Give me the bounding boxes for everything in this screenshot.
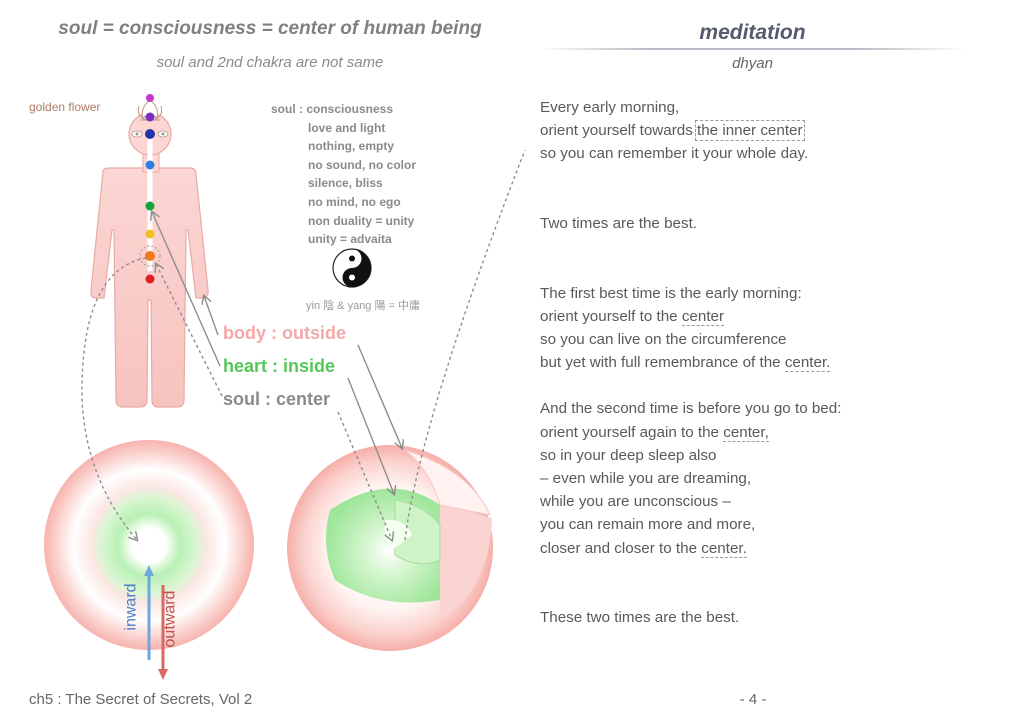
text-line: closer and closer to the center. [540,537,960,560]
soul-list-item: unity = advaita [308,232,392,247]
soul-list-item: no sound, no color [308,157,416,172]
text-line-content: Two times are the best. [540,214,698,232]
text-line: – even while you are dreaming, [540,467,960,490]
paragraph-gap [540,235,960,258]
text-line-content: so you can remember it your whole day. [540,145,809,163]
inward-outward-arrows [144,565,168,680]
golden-flower-label: golden flower [29,100,101,114]
text-line: These two times are the best. [540,606,960,629]
soul-list-item: non duality = unity [308,213,415,228]
underlined-word: center. [701,539,747,558]
underlined-word: center. [784,354,831,373]
left-page-subtitle: soul and 2nd chakra are not same [156,54,384,71]
text-line-content: so you can live on the circumference [540,330,787,348]
soul-center-label: soul : center [223,389,331,409]
yin-yang-icon [332,248,372,288]
chakra-points [139,94,161,284]
text-line-content: Every early morning, [540,99,680,116]
soul-list-item: silence, bliss [308,176,383,191]
text-line: you can remain more and more, [540,513,960,536]
text-line: orient yourself towards the inner center [540,119,960,142]
right-page-title: meditation [699,21,806,44]
text-line-content: orient yourself again to the [540,423,724,441]
footer-chapter: ch5 : The Secret of Secrets, Vol 2 [29,691,253,708]
text-line-content: but yet with full remembrance of the [540,354,785,372]
soul-list-item: no mind, no ego [308,194,401,209]
yin-yang-caption: yin 陰 & yang 陽 = 中庸 [306,300,421,312]
paragraph-gap [540,374,960,397]
sphere-cutaway-diagram [287,445,493,651]
connector-arrows [81,149,526,540]
paragraph-gap [540,258,960,281]
text-line-content: orient yourself towards [540,122,698,140]
inward-label: inward [122,583,140,631]
text-line: Every early morning, [540,96,960,119]
paragraph-gap [540,560,960,583]
soul-list-item: love and light [308,120,386,135]
text-line: orient yourself to the center [540,305,960,328]
title-underline [540,48,965,50]
text-line: Two times are the best. [540,212,960,235]
meditation-text: Every early morning, orient yourself towa… [540,96,960,629]
text-line: while you are unconscious – [540,490,960,513]
page-number: - 4 - [739,691,767,708]
boxed-phrase: the inner center [695,120,805,142]
text-line-content: orient yourself to the [540,307,682,325]
underlined-word: center [681,307,725,326]
concentric-ring-diagram [44,440,254,650]
text-line-content: you can remain more and more, [540,516,756,534]
body-outside-label: body : outside [223,323,346,343]
outward-label: outward [161,590,179,648]
eye-icon [131,130,169,138]
heart-inside-label: heart : inside [223,356,336,376]
paragraph-gap [540,583,960,606]
text-line-content: These two times are the best. [540,609,740,627]
text-line: orient yourself again to the center, [540,421,960,444]
paragraph-gap [540,166,960,189]
text-line-content: so in your deep sleep also [540,446,717,464]
text-line: but yet with full remembrance of the cen… [540,351,960,374]
text-line: so you can live on the circumference [540,328,960,351]
text-line: The first best time is the early morning… [540,282,960,305]
paragraph-gap [540,189,960,212]
right-page-subtitle: dhyan [732,55,773,72]
text-line-content: And the second time is before you go to … [540,400,842,418]
text-line: so you can remember it your whole day. [540,142,960,165]
soul-list-item: soul : consciousness [271,102,394,116]
text-line-content: while you are unconscious – [540,493,731,511]
text-line: And the second time is before you go to … [540,397,960,420]
soul-attributes-list: soul : consciousness love and light noth… [271,100,416,249]
left-page-title: soul = consciousness = center of human b… [58,18,482,39]
text-line-content: – even while you are dreaming, [540,470,752,487]
text-line-content: closer and closer to the [540,539,702,557]
soul-list-item: nothing, empty [308,139,394,154]
text-line-content: The first best time is the early morning… [540,284,802,302]
text-line: so in your deep sleep also [540,444,960,467]
underlined-word: center, [723,423,769,442]
